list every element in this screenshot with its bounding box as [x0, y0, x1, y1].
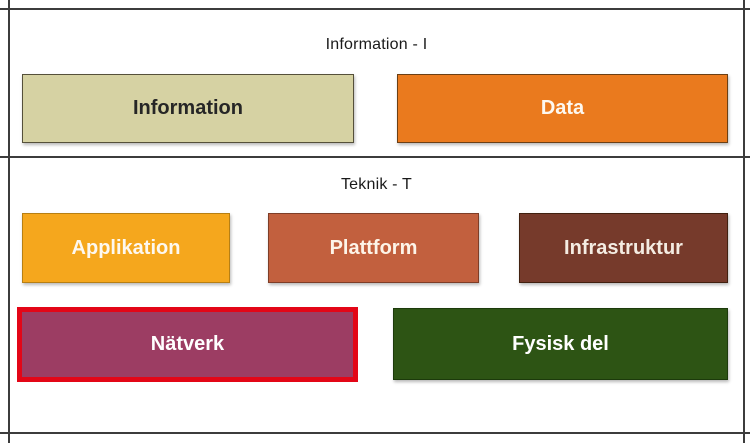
box-plattform[interactable]: Plattform — [268, 213, 479, 283]
box-applikation-label: Applikation — [71, 236, 181, 259]
box-natverk-label: Nätverk — [150, 333, 225, 355]
box-infrastruktur-label: Infrastruktur — [564, 236, 683, 259]
box-fysisk-del-label: Fysisk del — [512, 332, 609, 355]
section-information-title: Information - I — [325, 36, 428, 53]
frame-line-top — [0, 8, 750, 10]
box-natverk-highlighted[interactable]: Nätverk — [17, 307, 358, 382]
box-plattform-label: Plattform — [329, 236, 418, 259]
frame-line-divider — [0, 156, 750, 158]
box-data[interactable]: Data — [397, 74, 728, 143]
section-teknik-title: Teknik - T — [340, 176, 413, 193]
box-data-label: Data — [540, 97, 585, 119]
box-information[interactable]: Information — [22, 74, 354, 143]
box-information-label: Information — [133, 97, 243, 119]
frame-line-bottom — [0, 432, 750, 434]
box-applikation[interactable]: Applikation — [22, 213, 230, 283]
frame-line-left — [8, 0, 10, 443]
frame-line-right — [743, 0, 745, 443]
box-fysisk-del[interactable]: Fysisk del — [393, 308, 728, 380]
box-infrastruktur[interactable]: Infrastruktur — [519, 213, 728, 283]
